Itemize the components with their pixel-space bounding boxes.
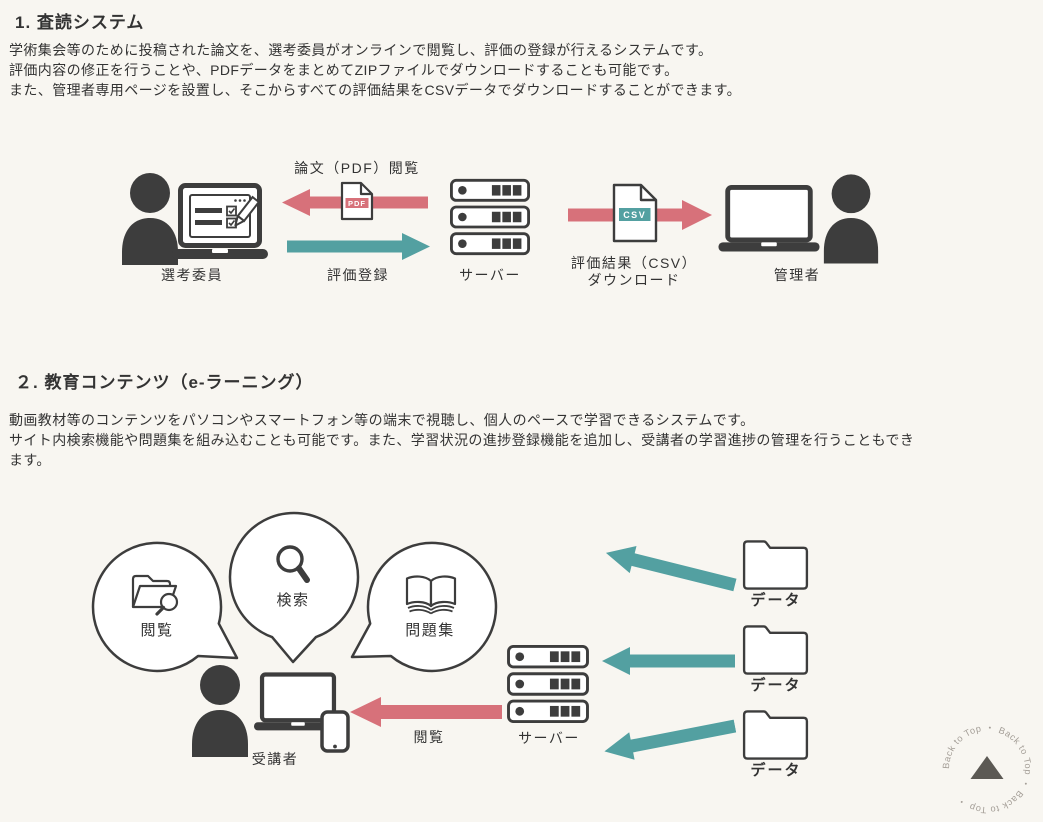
laptop-review-form-icon xyxy=(172,183,268,259)
pdf-badge: PDF xyxy=(348,199,366,208)
csv-flow-label: 評価結果（CSV） ダウンロード xyxy=(570,255,698,288)
paragraph-line: 評価内容の修正を行うことや、PDFデータをまとめてZIPファイルでダウンロードす… xyxy=(9,62,679,78)
arrow-right-teal-icon xyxy=(287,233,430,260)
person-icon xyxy=(823,174,879,264)
paragraph-line: また、管理者専用ページを設置し、そこからすべての評価結果をCSVデータでダウンロ… xyxy=(9,82,742,98)
laptop-icon xyxy=(718,185,820,252)
arrow-data-middle xyxy=(602,647,735,675)
bubble-browse-label: 閲覧 xyxy=(140,622,174,639)
folder-search-icon xyxy=(131,574,179,616)
arrow-data-bottom xyxy=(602,712,738,765)
arrow-left-teal-icon xyxy=(602,647,735,675)
pdf-flow-label: 論文（PDF）閲覧 xyxy=(294,160,420,176)
arrow-left-red-icon xyxy=(350,697,502,727)
magnifier-icon xyxy=(276,545,310,583)
section1-paragraph: 学術集会等のために投稿された論文を、選考委員がオンラインで閲覧し、評価の登録が行… xyxy=(9,40,741,100)
paragraph-line: 動画教材等のコンテンツをパソコンやスマートフォン等の端末で視聴し、個人のペースで… xyxy=(9,412,755,428)
back-to-top-button[interactable]: Back to Top ・ Back to Top ・ Back to Top … xyxy=(935,717,1039,821)
pdf-file-icon: PDF xyxy=(340,181,374,221)
bubble-search-label: 検索 xyxy=(276,592,310,609)
admin-label: 管理者 xyxy=(773,267,821,283)
arrow-up-icon xyxy=(970,756,1004,779)
laptop-icon xyxy=(254,672,342,731)
pencil-icon xyxy=(234,195,261,227)
reviewer-label: 選考委員 xyxy=(161,267,223,283)
person-icon xyxy=(122,173,178,265)
smartphone-icon xyxy=(320,710,350,753)
paragraph-line: 学術集会等のために投稿された論文を、選考委員がオンラインで閲覧し、評価の登録が行… xyxy=(9,42,713,58)
server-label: サーバー xyxy=(459,267,521,283)
view-label: 閲覧 xyxy=(413,729,445,745)
csv-badge: CSV xyxy=(623,210,646,220)
arrow-data-top xyxy=(603,539,739,598)
section1-heading: 1. 査読システム xyxy=(15,13,145,32)
folder-icon xyxy=(742,710,809,760)
arrow-left-teal-icon xyxy=(604,719,737,760)
data-label: データ xyxy=(750,592,802,609)
paragraph-line: サイト内検索機能や問題集を組み込むことも可能です。また、学習状況の進捗登録機能を… xyxy=(9,432,915,448)
bubble-search xyxy=(228,511,360,664)
section2-paragraph: 動画教材等のコンテンツをパソコンやスマートフォン等の端末で視聴し、個人のペースで… xyxy=(9,410,914,470)
register-label: 評価登録 xyxy=(327,267,389,283)
server-label: サーバー xyxy=(518,730,580,746)
paragraph-line: ます。 xyxy=(9,452,51,468)
section2-heading: ２. 教育コンテンツ（e-ラーニング） xyxy=(15,373,314,392)
arrow-left-teal-icon xyxy=(605,546,737,592)
server-icon xyxy=(507,645,589,723)
feature-bubbles xyxy=(91,511,498,673)
data-label: データ xyxy=(750,677,802,694)
student-label: 受講者 xyxy=(251,751,299,767)
server-icon xyxy=(450,178,530,256)
folder-icon xyxy=(742,625,809,675)
data-label: データ xyxy=(750,762,802,779)
csv-file-icon: CSV xyxy=(612,183,658,243)
folder-icon xyxy=(742,540,809,590)
bubble-quiz-label: 問題集 xyxy=(405,622,455,639)
book-icon xyxy=(405,575,457,615)
person-icon xyxy=(192,665,248,757)
